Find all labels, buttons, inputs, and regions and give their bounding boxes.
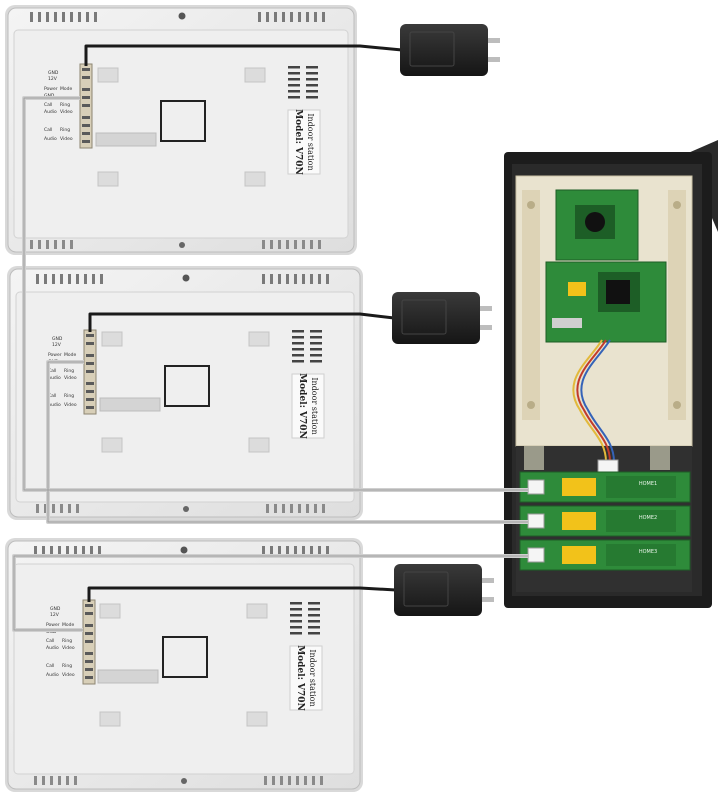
terminal-label: Mode	[62, 622, 74, 628]
relay-module-1: HOME1	[519, 471, 691, 503]
terminal-label: 12V	[48, 76, 58, 82]
terminal-label: Video	[60, 109, 73, 115]
outdoor-unit: HOME1 HOME2 HOME3	[504, 140, 718, 608]
sticker-title: Indoor station	[308, 649, 317, 706]
terminal-label: Video	[62, 672, 75, 678]
terminal-label: Mode	[60, 86, 72, 92]
terminal-label: Power	[48, 352, 62, 358]
sticker-title: Indoor station	[310, 377, 319, 434]
terminal-label: Ring	[64, 368, 74, 374]
terminal-label: Audio	[44, 109, 57, 115]
terminal-label: Audio	[48, 402, 61, 408]
terminal-label: Ring	[60, 102, 70, 108]
terminal-label: 12V	[52, 342, 62, 348]
module-label: HOME2	[639, 515, 657, 521]
terminal-label: Audio	[46, 672, 59, 678]
indoor-monitor-1: GND 12V Power Mode GND Call Ring Audio V…	[5, 5, 357, 255]
module-label: HOME3	[639, 549, 657, 555]
indoor-monitor-3: GND 12V Power Mode GND Call Ring Audio V…	[5, 538, 363, 792]
relay-module-2: HOME2	[519, 505, 691, 537]
terminal-label: Call	[46, 663, 54, 669]
terminal-label: Ring	[62, 663, 72, 669]
terminal-label: Audio	[44, 136, 57, 142]
terminal-label: Call	[44, 102, 52, 108]
model-label: Model: V70N	[297, 373, 307, 439]
module-label: HOME1	[639, 481, 657, 487]
terminal-label: Video	[60, 136, 73, 142]
terminal-label: Ring	[62, 638, 72, 644]
terminal-label: Audio	[46, 645, 59, 651]
terminal-label: Power	[44, 86, 58, 92]
power-adapter-2	[392, 292, 492, 344]
terminal-label: GND	[52, 336, 63, 342]
terminal-label: Power	[46, 622, 60, 628]
terminal-label: Audio	[48, 375, 61, 381]
power-adapter-1	[400, 24, 500, 76]
relay-module-3: HOME3	[519, 539, 691, 571]
terminal-label: Call	[48, 368, 56, 374]
terminal-label: Call	[44, 127, 52, 133]
terminal-label: Ring	[60, 127, 70, 133]
terminal-label: Mode	[64, 352, 76, 358]
model-label: Model: V70N	[295, 645, 305, 711]
power-cables	[84, 44, 403, 602]
terminal-label: Call	[48, 393, 56, 399]
terminal-label: 12V	[50, 612, 60, 618]
terminal-label: GND	[48, 70, 59, 76]
model-label: Model: V70N	[293, 109, 303, 175]
terminal-label: Video	[62, 645, 75, 651]
terminal-label: Video	[64, 402, 77, 408]
terminal-label: GND	[50, 606, 61, 612]
indoor-monitor-2: GND 12V Power Mode GND Call Ring Audio V…	[7, 266, 363, 520]
sticker-title: Indoor station	[306, 113, 315, 170]
terminal-label: Video	[64, 375, 77, 381]
power-adapter-3	[394, 564, 494, 616]
terminal-label: Call	[46, 638, 54, 644]
terminal-label: Ring	[64, 393, 74, 399]
